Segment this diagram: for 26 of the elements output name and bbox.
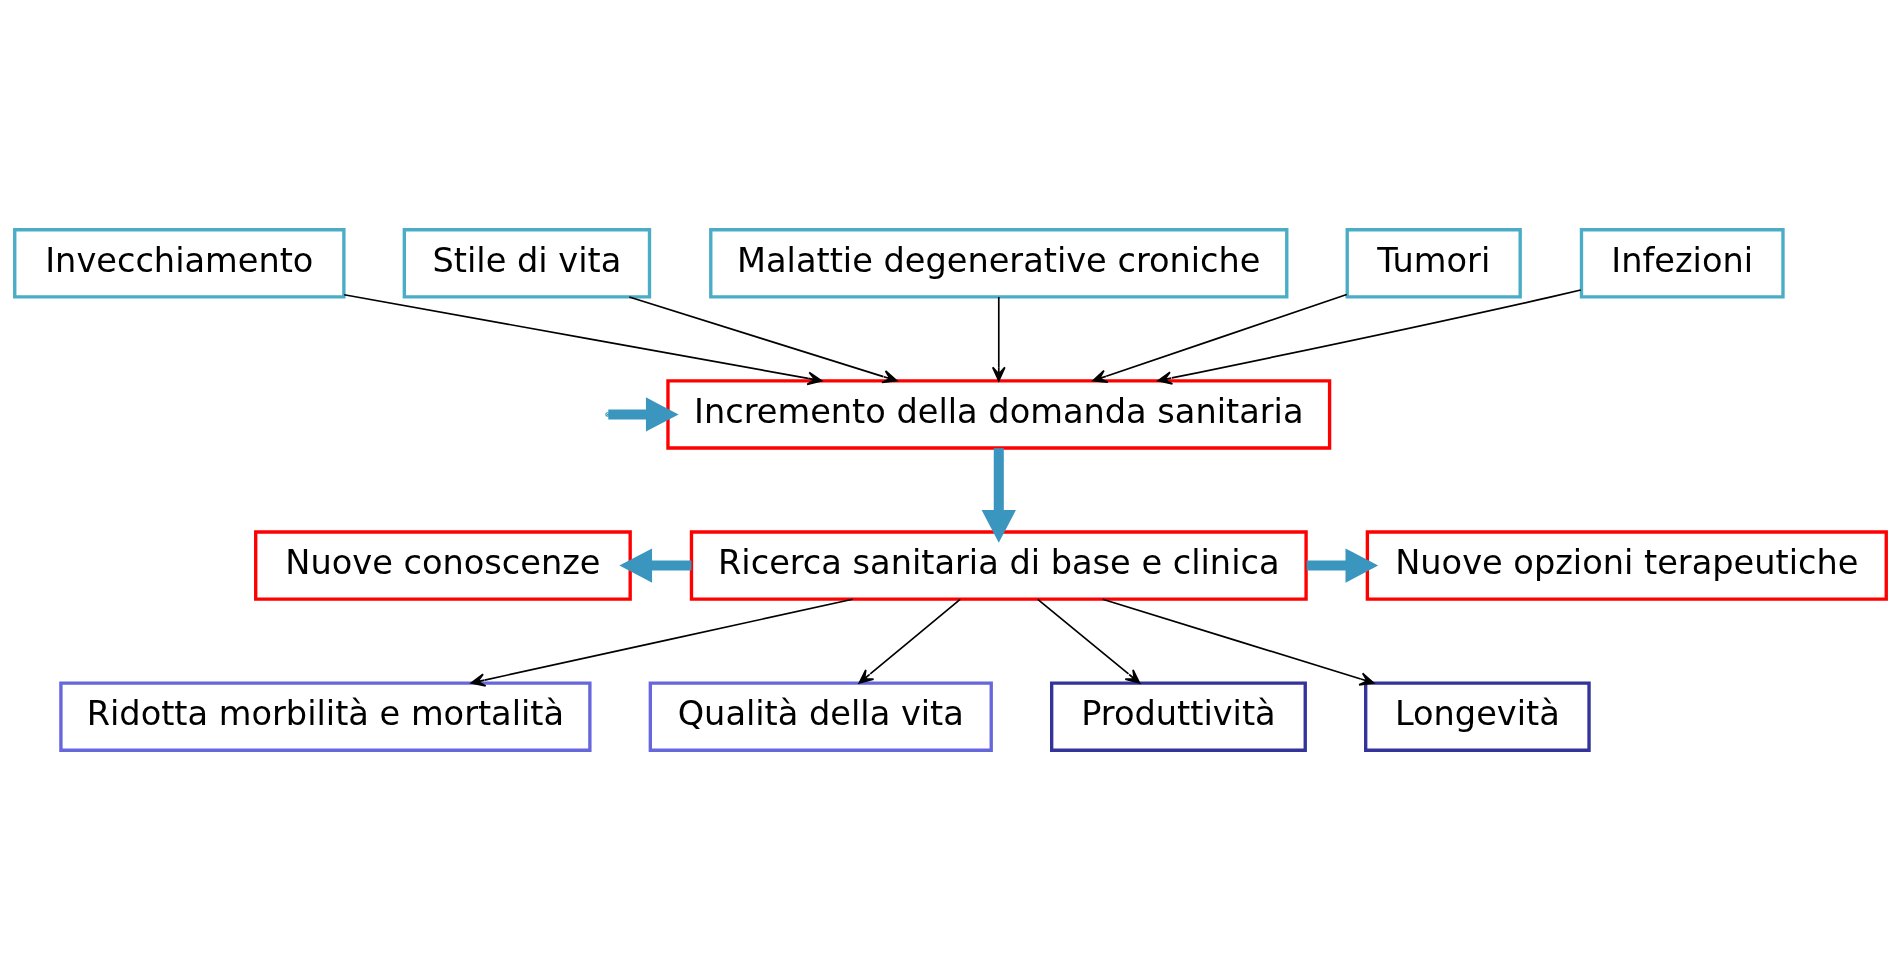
arrow (1306, 547, 1379, 583)
arrow (1036, 597, 1141, 684)
node-box: Stile di vita (402, 227, 652, 299)
arrow (991, 295, 1006, 382)
node-box: Nuove conoscenze (254, 529, 632, 601)
arrow (1157, 288, 1582, 385)
arrow (1092, 293, 1348, 383)
arrow (981, 447, 1016, 543)
node-box: Longevità (1364, 680, 1591, 752)
arrow (470, 597, 854, 687)
arrow (628, 295, 898, 383)
node-box: Ricerca sanitaria di base e clinica (689, 529, 1308, 601)
node-box: Ridotta morbilità e mortalità (59, 680, 592, 752)
arrow (858, 597, 961, 684)
arrow (608, 396, 679, 432)
node-box: Tumori (1345, 227, 1522, 299)
node-box: Incremento della domanda sanitaria (666, 378, 1332, 450)
arrow (343, 293, 823, 385)
arrow (619, 547, 692, 583)
arrow (1101, 597, 1375, 686)
node-box: Qualità della vita (648, 680, 993, 752)
node-box: Produttività (1050, 680, 1307, 752)
node-box: Nuove opzioni terapeutiche (1365, 529, 1888, 601)
node-box: Invecchiamento (13, 227, 346, 299)
node-box: Infezioni (1579, 227, 1785, 299)
node-box: Malattie degenerative croniche (709, 227, 1289, 299)
